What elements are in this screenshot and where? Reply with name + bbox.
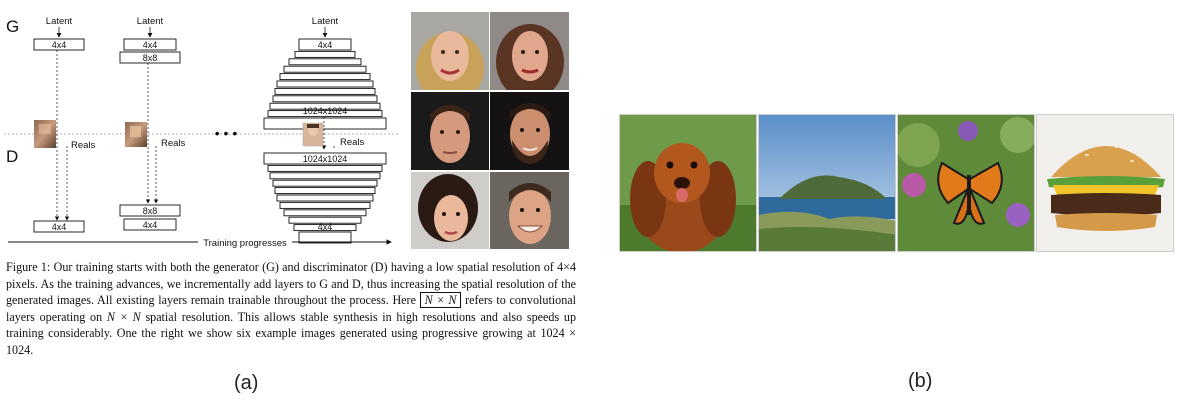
smiling-man-face xyxy=(490,172,569,249)
d-stage3-layer-8 xyxy=(283,209,367,217)
g-stage2-layer-4x4 xyxy=(123,38,177,51)
d-stage3-layer-3 xyxy=(269,172,381,180)
g-stage3-layer-11 xyxy=(263,117,387,130)
g-stage1-layer-label: 4x4 xyxy=(52,40,67,50)
d-stage3-layer-9 xyxy=(288,216,362,224)
d-stage2-layer-label-2: 4x4 xyxy=(143,220,158,230)
d-stage2-layer-4x4 xyxy=(123,218,177,231)
g-stage3-layer-1 xyxy=(298,38,352,51)
generator-layer-stack xyxy=(263,38,387,130)
discriminator-label: D xyxy=(6,147,18,166)
g-stage3-bottom-label: 1024x1024 xyxy=(303,106,348,116)
d-stage3-top-label: 1024x1024 xyxy=(303,154,348,164)
figure-b-label: (b) xyxy=(908,370,933,392)
d-stage1-layer-label: 4x4 xyxy=(52,222,67,232)
g-stage2-layer-label-1: 4x4 xyxy=(143,40,158,50)
caption-text-part3: spatial resolution. This allows stable s… xyxy=(6,309,577,357)
g-stage3-top-label: 4x4 xyxy=(318,40,333,50)
discriminator-layer-stack xyxy=(263,152,387,244)
coastal-island-photo xyxy=(758,114,896,252)
g-stage3-layer-8 xyxy=(272,95,378,103)
d-stage2-layer-8x8 xyxy=(119,204,181,217)
generator-label: G xyxy=(6,17,19,36)
latent-label-3: Latent xyxy=(312,16,339,27)
dog-photo xyxy=(619,114,757,252)
figure-caption: Figure 1: Our training starts with both … xyxy=(6,259,576,359)
g-stage3-layer-10 xyxy=(267,110,383,118)
d-stage3-bottom-label: 4x4 xyxy=(318,222,333,232)
g-stage3-layer-6 xyxy=(276,80,374,88)
caption-text-part2: refers to convolutional layers operating… xyxy=(6,293,576,324)
training-progresses-label: Training progresses xyxy=(203,238,287,249)
d-stage3-layer-4 xyxy=(272,179,378,187)
d-stage3-layer-5 xyxy=(274,187,376,195)
d-stage1-layer-4x4 xyxy=(33,220,85,233)
d-stage3-layer-1 xyxy=(263,152,387,165)
butterfly-photo xyxy=(897,114,1035,252)
g-stage3-layer-2 xyxy=(294,50,356,58)
caption-math: N × N xyxy=(106,309,141,324)
latent-label-1: Latent xyxy=(46,16,73,27)
g-stage3-layer-9 xyxy=(269,102,381,110)
g-stage3-layer-4 xyxy=(283,65,367,73)
reals-label-3: Reals xyxy=(340,137,365,148)
latent-label-2: Latent xyxy=(137,16,164,27)
blonde-woman-face xyxy=(411,12,489,90)
g-stage3-layer-7 xyxy=(274,87,376,95)
progressive-growing-diagram: G D Latent 4x4 Reals 4x4 Latent 4x4 8x8 … xyxy=(4,16,400,249)
d-stage3-layer-2 xyxy=(267,164,383,172)
figure-a-label: (a) xyxy=(234,372,259,394)
man-face xyxy=(411,92,489,170)
short-hair-woman-face xyxy=(411,172,489,249)
g-stage2-layer-8x8 xyxy=(119,51,181,64)
d-stage3-layer-6 xyxy=(276,194,374,202)
d-stage3-layer-10 xyxy=(293,224,357,232)
d-stage3-layer-11 xyxy=(298,231,352,244)
ellipsis: • • • xyxy=(215,125,238,141)
g-stage3-layer-3 xyxy=(288,58,362,66)
hamburger-photo xyxy=(1036,114,1174,252)
g-stage1-layer-4x4 xyxy=(33,38,85,51)
d-stage3-layer-7 xyxy=(279,201,371,209)
reals-label-2: Reals xyxy=(161,138,186,149)
g-stage3-layer-5 xyxy=(279,73,371,81)
bearded-man-face xyxy=(490,92,569,170)
brunette-woman-face xyxy=(490,12,569,90)
d-stage2-layer-label-1: 8x8 xyxy=(143,206,158,216)
g-stage2-layer-label-2: 8x8 xyxy=(143,53,158,63)
caption-text-part1: Figure 1: Our training starts with both … xyxy=(6,260,576,308)
reals-label-1: Reals xyxy=(71,140,96,151)
caption-boxed-math: N × N xyxy=(419,292,462,309)
